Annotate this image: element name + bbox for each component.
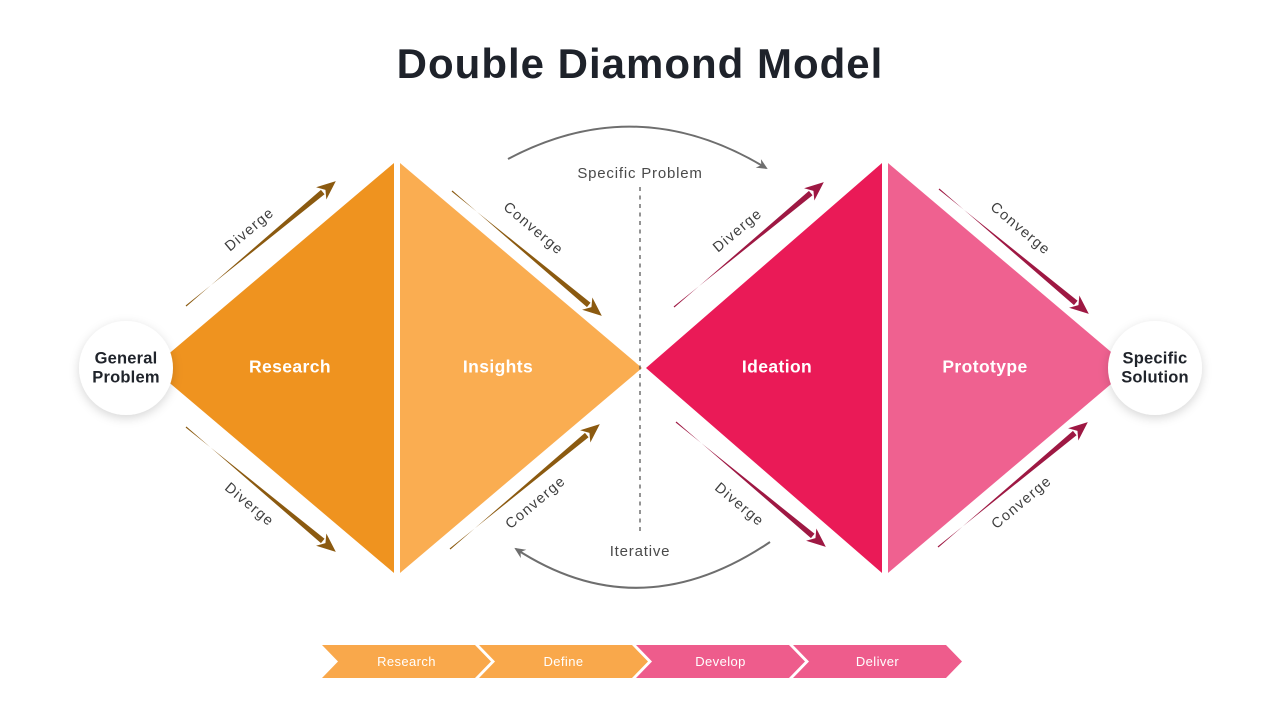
iterative-label: Iterative bbox=[610, 543, 671, 560]
diamond1-right-half bbox=[400, 163, 642, 573]
specific-problem-label: Specific Problem bbox=[577, 165, 702, 182]
diamond2-right-half bbox=[888, 163, 1130, 573]
chevron-research: Research bbox=[322, 645, 491, 678]
diamond1-left-half bbox=[152, 163, 394, 573]
edge-label-converge: Converge bbox=[989, 473, 1055, 532]
label-prototype: Prototype bbox=[942, 357, 1027, 377]
label-research: Research bbox=[249, 357, 331, 377]
diamond2-left-half bbox=[646, 163, 882, 573]
process-bar: Research Define Develop Deliver bbox=[0, 645, 1280, 678]
chevron-define: Define bbox=[479, 645, 648, 678]
edge-label-diverge: Diverge bbox=[221, 480, 277, 530]
top-flow-arrow bbox=[507, 125, 768, 170]
general-problem-node: General Problem bbox=[79, 321, 173, 415]
specific-solution-node: Specific Solution bbox=[1108, 321, 1202, 415]
edge-label-converge: Converge bbox=[987, 199, 1053, 258]
edge-label-converge: Converge bbox=[503, 473, 569, 532]
chevron-deliver: Deliver bbox=[793, 645, 962, 678]
page-title: Double Diamond Model bbox=[396, 40, 884, 87]
node-label: Solution bbox=[1121, 368, 1189, 386]
bottom-flow-arrow bbox=[514, 541, 771, 589]
label-ideation: Ideation bbox=[742, 357, 812, 377]
edge-label-converge: Converge bbox=[500, 199, 566, 258]
edge-label-diverge: Diverge bbox=[710, 206, 766, 256]
node-label: General bbox=[95, 349, 158, 367]
edge-label-diverge: Diverge bbox=[711, 480, 767, 530]
label-insights: Insights bbox=[463, 357, 533, 377]
edge-label-diverge: Diverge bbox=[222, 205, 278, 255]
node-label: Specific bbox=[1123, 349, 1188, 367]
chevron-develop: Develop bbox=[636, 645, 805, 678]
node-label: Problem bbox=[92, 368, 159, 386]
